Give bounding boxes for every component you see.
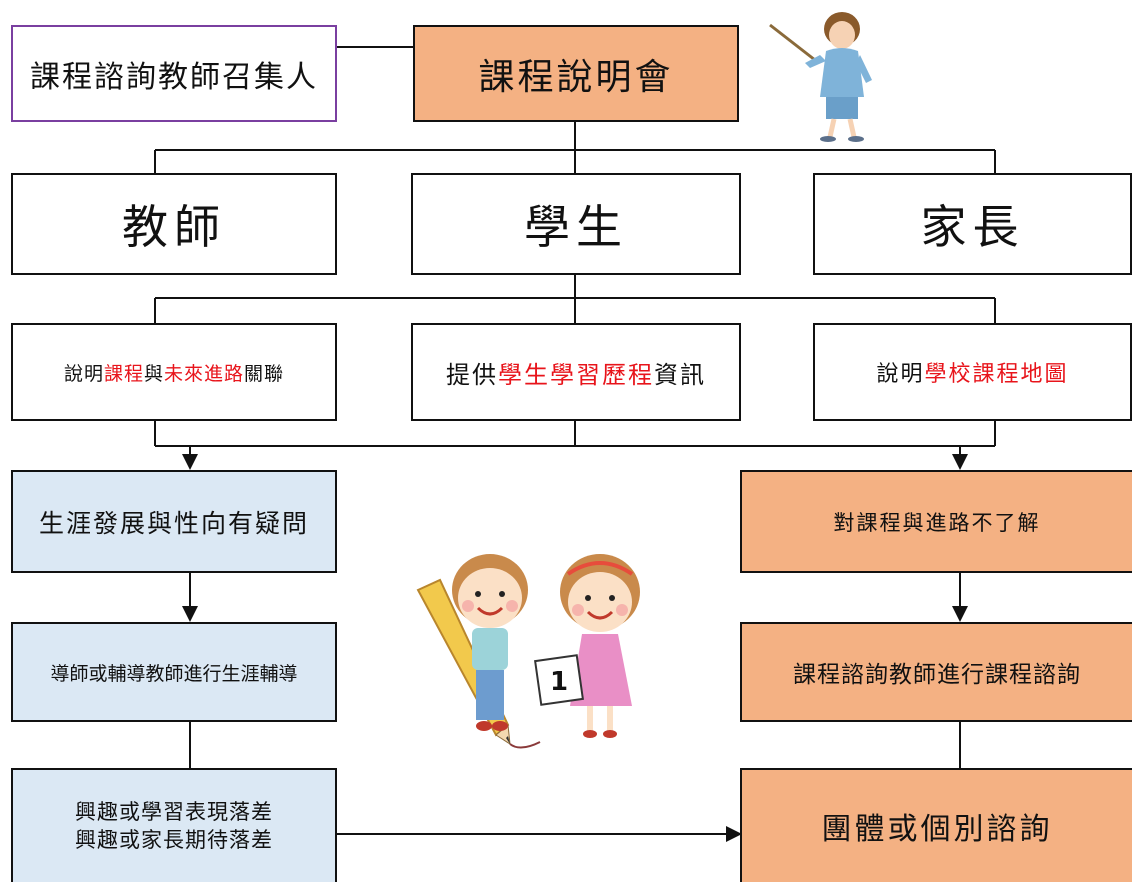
left-step3-line2: 興趣或家長期待落差	[75, 828, 273, 852]
left-step1-box: 生涯發展與性向有疑問	[11, 470, 337, 573]
audience-parents-label: 家長	[920, 200, 1025, 254]
left-step1-label: 生涯發展與性向有疑問	[38, 508, 309, 538]
info-teachers-box: 說明課程與未來進路關聯	[11, 323, 337, 421]
right-step3-box: 團體或個別諮詢	[740, 768, 1132, 882]
info-parents-box: 說明學校課程地圖	[813, 323, 1132, 421]
right-step2-label: 課程諮詢教師進行課程諮詢	[793, 662, 1081, 688]
card-number: 1	[550, 667, 568, 697]
right-step1-label: 對課程與進路不了解	[833, 510, 1041, 535]
left-step3-line1: 興趣或學習表現落差	[75, 799, 273, 824]
meeting-box: 課程說明會	[413, 25, 739, 122]
children-illustration: 1	[416, 554, 640, 749]
right-step3-label: 團體或個別諮詢	[821, 812, 1053, 847]
info-students-box: 提供學生學習歷程資訊	[411, 323, 741, 421]
audience-teachers-label: 教師	[122, 200, 226, 254]
info-students-text: 提供學生學習歷程資訊	[446, 360, 706, 389]
audience-students-label: 學生	[524, 200, 628, 254]
number-card: 1	[534, 654, 584, 706]
right-step1-box: 對課程與進路不了解	[740, 470, 1132, 573]
right-step2-box: 課程諮詢教師進行課程諮詢	[740, 622, 1132, 722]
left-step2-label: 導師或輔導教師進行生涯輔導	[50, 662, 298, 685]
teacher-illustration	[769, 12, 872, 142]
left-step3-text: 興趣或學習表現落差 興趣或家長期待落差	[75, 798, 273, 855]
convener-label: 課程諮詢教師召集人	[30, 59, 318, 95]
audience-students-box: 學生	[411, 173, 741, 275]
left-step2-box: 導師或輔導教師進行生涯輔導	[11, 622, 337, 722]
info-teachers-text: 說明課程與未來進路關聯	[63, 362, 285, 385]
audience-teachers-box: 教師	[11, 173, 337, 275]
convener-box: 課程諮詢教師召集人	[11, 25, 337, 122]
meeting-label: 課程說明會	[478, 56, 674, 98]
info-parents-text: 說明學校課程地圖	[876, 362, 1069, 387]
audience-parents-box: 家長	[813, 173, 1132, 275]
left-step3-box: 興趣或學習表現落差 興趣或家長期待落差	[11, 768, 337, 882]
